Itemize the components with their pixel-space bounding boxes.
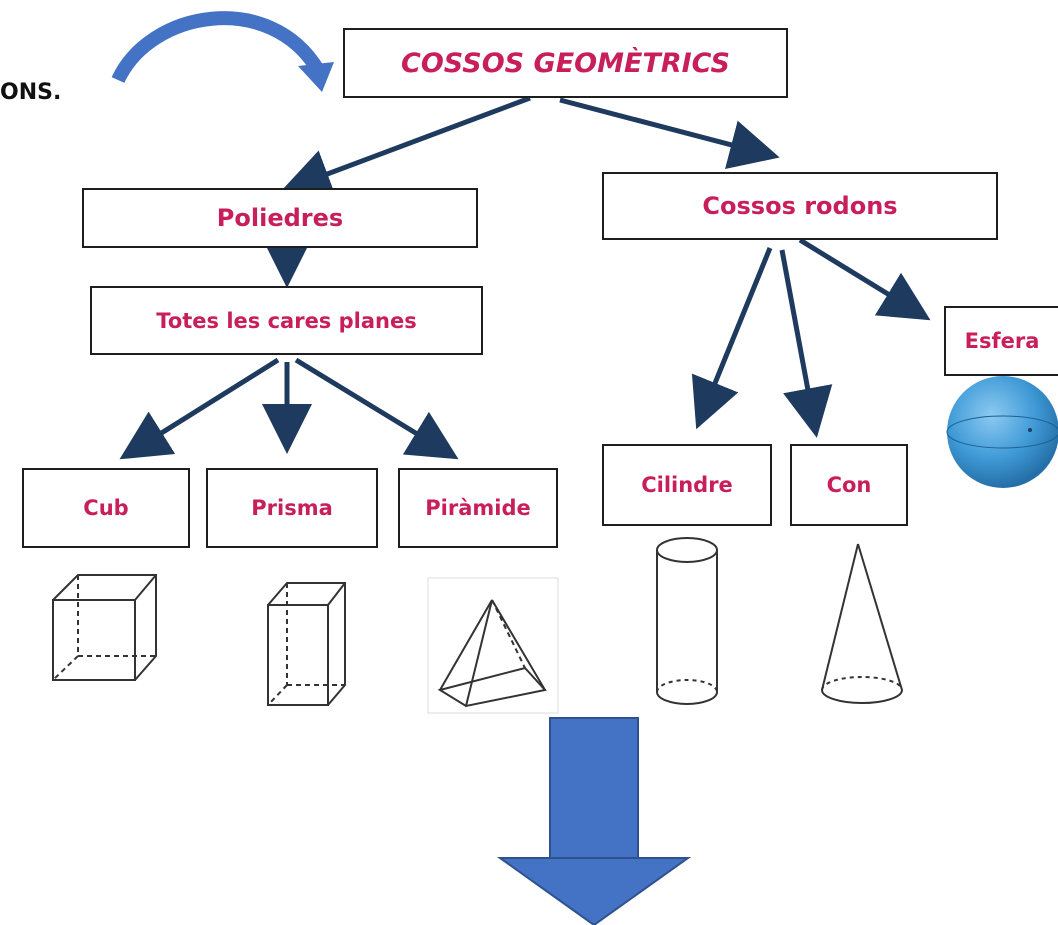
esfera-node: Esfera [944,306,1058,376]
cylinder-figure [656,537,718,705]
root-node: COSSOS GEOMÈTRICS [343,28,788,98]
arrow-root-to-cossos-rodons [559,97,780,170]
big-down-arrow [496,717,692,925]
poliedres-node: Poliedres [82,188,478,248]
arrow-property-to-piramide [294,357,459,460]
arrow-rodons-to-cilindre [691,247,773,430]
arrow-root-to-poliedres [280,95,531,198]
sphere-figure [946,376,1058,488]
curved-pointer-arrow [111,11,334,92]
pyramid-figure [427,577,559,714]
prism-figure [267,582,346,706]
cub-node: Cub [22,468,190,548]
arrow-rodons-to-esfera [798,237,931,321]
prisma-node: Prisma [206,468,378,548]
cilindre-node: Cilindre [602,444,772,526]
cube-figure [52,574,157,681]
arrow-property-to-cub [119,357,280,460]
con-node: Con [790,444,908,526]
cossos-rodons-node: Cossos rodons [602,172,998,240]
arrow-rodons-to-con [779,249,833,438]
cut-off-fragment-text: ONS. [0,80,62,105]
property-node: Totes les cares planes [90,286,483,355]
cone-figure [821,543,903,704]
connector-arrows [119,95,931,460]
piramide-node: Piràmide [398,468,558,548]
